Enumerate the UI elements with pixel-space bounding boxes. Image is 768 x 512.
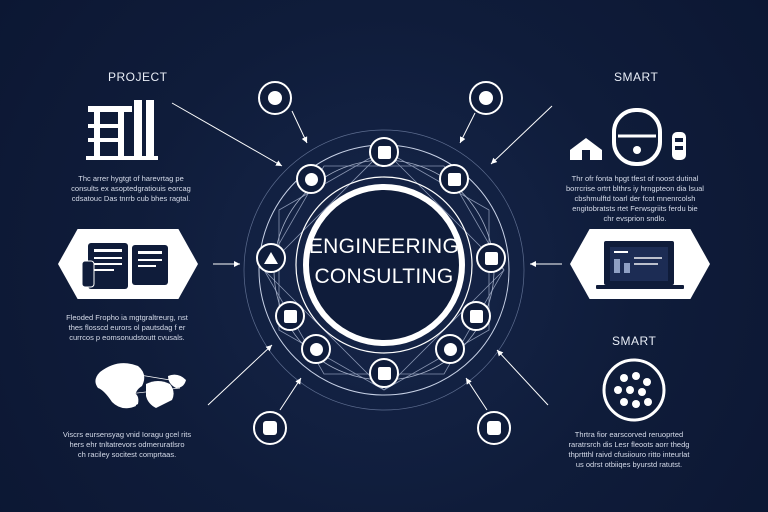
chart-icon [476,243,506,273]
center-title: ENGINEERING CONSULTING [300,232,468,292]
laptop-hexagon [570,229,710,299]
smart-label-bottom: SMART [612,334,657,348]
signal-icon [439,164,469,194]
factory-icon [296,164,326,194]
center-title-line2: CONSULTING [314,265,454,288]
center-title-line1: ENGINEERING [308,235,460,258]
paragraph-top-right: Thr ofr fonta hpgt tfest of noost dutina… [566,174,704,223]
documents-hexagon [58,229,198,299]
bottle-icon [369,358,399,388]
world-map-icon [95,363,186,409]
project-label: PROJECT [108,70,168,84]
engineer-icon [469,81,503,115]
smart-dial-icon [602,358,666,422]
building-icon [369,137,399,167]
bulb-icon [301,334,331,364]
paragraph-bottom-left: Viscrs eursensyag vnid Ioragu gcel rits … [62,430,192,459]
paragraph-mid-left: Fleoded Fropho ia mgtgraltreurg, nst the… [66,313,188,342]
paragraph-bottom-right: Thrtra fior earscorved reruoprted raratr… [568,430,690,469]
smart-label-top: SMART [614,70,659,84]
document-icon [275,301,305,331]
drafting-icon [256,243,286,273]
paragraph-top-left: Thc arrer hygtgt of harevrtag pe consult… [71,174,191,203]
briefcase-icon [477,411,511,445]
analytics-icon [258,81,292,115]
data-icon [253,411,287,445]
tools-icon [461,301,491,331]
gear-icon [435,334,465,364]
smart-devices-icon [570,108,686,166]
project-building-icon [86,100,158,160]
